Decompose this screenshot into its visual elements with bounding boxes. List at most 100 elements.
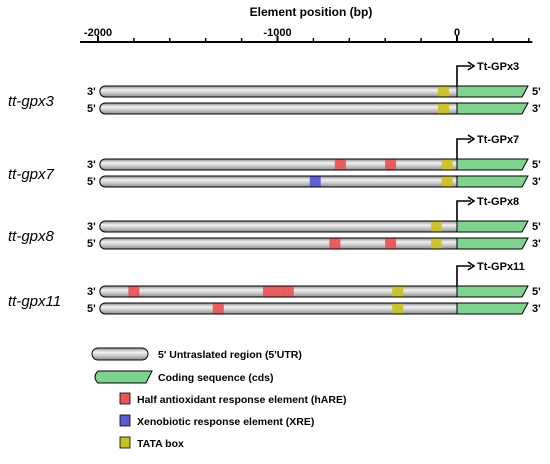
- cds-bar: [456, 220, 529, 233]
- axis-title: Element position (bp): [250, 5, 373, 19]
- legend-hare-swatch: [119, 392, 131, 405]
- axis-tick-label: 0: [454, 27, 460, 39]
- tata-element-mark: [392, 303, 404, 314]
- gene-group: tt-gpx8 Tt-GPx8 3' 5' 5' 3': [8, 196, 541, 250]
- tss-arrowhead-icon: [467, 134, 476, 144]
- strand-right-end-label: 3': [532, 176, 541, 188]
- cds-bar: [456, 302, 529, 315]
- legend-label: Coding sequence (cds): [158, 372, 274, 384]
- utr-bar: [99, 102, 462, 115]
- tata-element-mark: [392, 286, 404, 297]
- xre-element-mark: [309, 176, 321, 187]
- hare-element-mark: [263, 286, 275, 297]
- axis-tick-label: -2000: [84, 27, 112, 39]
- cds-name-label: Tt-GPx3: [477, 61, 519, 73]
- strand-left-end-label: 5': [87, 238, 96, 250]
- gene-label: tt-gpx11: [8, 293, 61, 310]
- strand-right-end-label: 3': [532, 303, 541, 315]
- tss-arrow-icon: [456, 265, 471, 286]
- legend-label: TATA box: [137, 438, 184, 450]
- strand-right-end-label: 5': [532, 159, 541, 171]
- utr-bar: [99, 158, 462, 171]
- legend-label: 5' Untraslated region (5'UTR): [158, 349, 302, 361]
- gene-group: tt-gpx7 Tt-GPx7 3' 5' 5' 3': [8, 134, 541, 188]
- strand-row: 3' 5': [87, 220, 541, 233]
- cds-name-label: Tt-GPx8: [477, 196, 519, 208]
- tata-element-mark: [438, 103, 450, 114]
- strand-left-end-label: 5': [87, 103, 96, 115]
- hare-element-mark: [212, 303, 224, 314]
- legend-item: Coding sequence (cds): [94, 370, 274, 384]
- cds-name-label: Tt-GPx11: [477, 261, 525, 273]
- strand-right-end-label: 5': [532, 286, 541, 298]
- strand-right-end-label: 5': [532, 86, 541, 98]
- tss-arrow-icon: [456, 65, 471, 86]
- legend-xre-swatch: [119, 414, 131, 427]
- hare-element-mark: [128, 286, 140, 297]
- legend-utr-swatch: [91, 347, 149, 361]
- gene-label: tt-gpx3: [8, 93, 55, 110]
- strand-left-end-label: 5': [87, 303, 96, 315]
- tata-element-mark: [441, 159, 453, 170]
- strand-left-end-label: 3': [87, 86, 96, 98]
- hare-element-mark: [385, 159, 397, 170]
- strand-row: 5' 3': [87, 302, 541, 315]
- hare-element-mark: [334, 159, 346, 170]
- tss-arrowhead-icon: [467, 261, 476, 271]
- utr-bar: [99, 85, 462, 98]
- cds-bar: [456, 175, 529, 188]
- tata-element-mark: [430, 238, 442, 249]
- strand-row: 3' 5': [87, 158, 541, 171]
- cds-bar: [456, 102, 529, 115]
- cds-bar: [456, 158, 529, 171]
- legend-label: Xenobiotic response element (XRE): [137, 416, 314, 428]
- tss-arrowhead-icon: [467, 61, 476, 71]
- gene-group: tt-gpx11 Tt-GPx11 3' 5' 5' 3': [8, 261, 541, 315]
- tata-element-mark: [441, 176, 453, 187]
- gene-label: tt-gpx7: [8, 166, 55, 183]
- strand-row: 3' 5': [87, 85, 541, 98]
- tata-element-mark: [430, 221, 442, 232]
- legend-item: Xenobiotic response element (XRE): [119, 414, 314, 428]
- tss-arrowhead-icon: [467, 196, 476, 206]
- strand-left-end-label: 3': [87, 221, 96, 233]
- legend-item: 5' Untraslated region (5'UTR): [91, 347, 302, 361]
- cds-name-label: Tt-GPx7: [477, 134, 519, 146]
- gene-label: tt-gpx8: [8, 228, 55, 245]
- hare-element-mark: [282, 286, 294, 297]
- legend-tata-swatch: [119, 436, 131, 449]
- legend-item: Half antioxidant response element (hARE): [119, 392, 346, 406]
- hare-element-mark: [273, 286, 285, 297]
- gene-group: tt-gpx3 Tt-GPx3 3' 5' 5' 3': [8, 61, 541, 115]
- strand-left-end-label: 3': [87, 159, 96, 171]
- gene-tracks: tt-gpx3Tt-GPx33'5'5'3'tt-gpx7Tt-GPx73'5'…: [8, 61, 541, 315]
- strand-row: 3' 5': [87, 285, 541, 298]
- legend-item: TATA box: [119, 436, 184, 450]
- legend-cds-swatch: [94, 370, 153, 384]
- utr-bar: [99, 302, 462, 315]
- position-axis: -2000 -1000 0: [80, 27, 533, 43]
- utr-bar: [99, 220, 462, 233]
- legend: 5' Untraslated region (5'UTR) Coding sequ…: [91, 347, 346, 450]
- strand-right-end-label: 3': [532, 238, 541, 250]
- tss-arrow-icon: [456, 138, 471, 159]
- legend-label: Half antioxidant response element (hARE): [137, 394, 346, 406]
- cds-bar: [456, 285, 529, 298]
- strand-right-end-label: 5': [532, 221, 541, 233]
- strand-row: 5' 3': [87, 102, 541, 115]
- strand-left-end-label: 5': [87, 176, 96, 188]
- hare-element-mark: [329, 238, 341, 249]
- strand-right-end-label: 3': [532, 103, 541, 115]
- tss-arrow-icon: [456, 200, 471, 221]
- cds-bar: [456, 85, 529, 98]
- strand-left-end-label: 3': [87, 286, 96, 298]
- hare-element-mark: [385, 238, 397, 249]
- cds-bar: [456, 237, 529, 250]
- utr-bar: [99, 175, 462, 188]
- utr-bar: [99, 237, 462, 250]
- tata-element-mark: [438, 86, 450, 97]
- axis-tick-label: -1000: [263, 27, 291, 39]
- strand-row: 5' 3': [87, 237, 541, 250]
- strand-row: 5' 3': [87, 175, 541, 188]
